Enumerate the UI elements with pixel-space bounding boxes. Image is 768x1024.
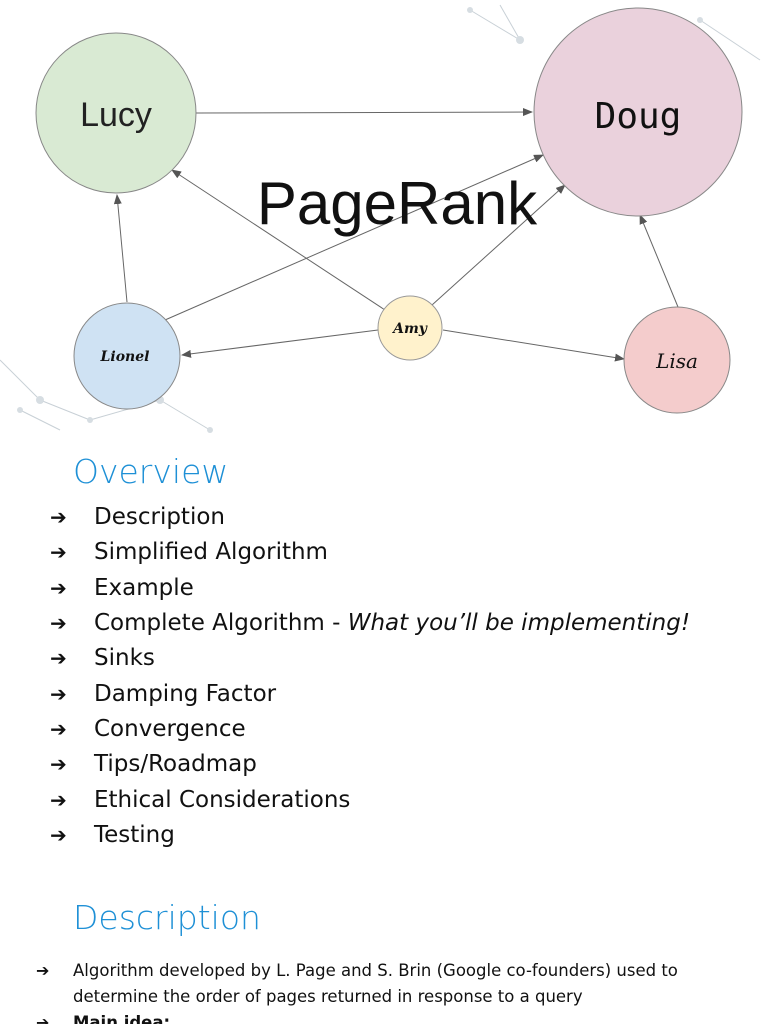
node-lionel: Lionel <box>73 302 181 410</box>
node-doug: Doug <box>533 7 743 217</box>
node-doug-label: Doug <box>595 96 682 137</box>
overview-item: ➔ Tips/Roadmap <box>50 747 690 782</box>
arrow-bullet-icon: ➔ <box>50 611 67 636</box>
node-amy: Amy <box>377 295 443 361</box>
arrow-bullet-icon: ➔ <box>50 646 67 671</box>
overview-item: ➔ Damping Factor <box>50 676 690 711</box>
overview-item-text: Convergence <box>94 715 246 742</box>
pagerank-diagram: Lucy Doug Amy Lionel Lisa PageRank <box>0 4 761 433</box>
background-network-pattern <box>0 4 761 433</box>
node-lionel-label: Lionel <box>100 349 150 365</box>
overview-item: ➔ Complete Algorithm - What you’ll be imp… <box>50 606 690 641</box>
arrow-bullet-icon: ➔ <box>50 716 67 741</box>
edge-amy-to-lionel <box>181 329 379 358</box>
edge-amy-to-doug <box>431 184 566 306</box>
overview-item-text: Testing <box>94 821 175 848</box>
overview-item: ➔ Sinks <box>50 641 690 676</box>
description-heading: Description <box>73 898 261 937</box>
arrow-bullet-icon: ➔ <box>50 505 67 530</box>
diagram-edges <box>113 108 679 362</box>
diagram-title: PageRank <box>257 170 538 237</box>
arrow-bullet-icon: ➔ <box>50 787 67 812</box>
overview-item-text: Complete Algorithm - <box>94 610 348 637</box>
edge-amy-to-lisa <box>442 329 625 362</box>
arrow-bullet-icon: ➔ <box>50 822 67 847</box>
overview-item: ➔ Description <box>50 500 690 535</box>
overview-item: ➔ Testing <box>50 818 690 853</box>
description-item: ➔ Algorithm developed by L. Page and S. B… <box>36 958 736 1010</box>
overview-item-text: Ethical Considerations <box>94 786 351 813</box>
overview-item: ➔ Ethical Considerations <box>50 782 690 817</box>
arrow-bullet-icon: ➔ <box>50 681 67 706</box>
edge-lucy-to-doug <box>195 108 533 117</box>
overview-heading: Overview <box>73 452 229 491</box>
node-lisa: Lisa <box>623 306 731 414</box>
edge-lionel-to-lucy <box>113 194 128 303</box>
description-list: ➔ Algorithm developed by L. Page and S. B… <box>36 958 736 1024</box>
edge-lionel-to-doug <box>164 154 544 321</box>
overview-item: ➔ Example <box>50 571 690 606</box>
description-item-text: Algorithm developed by L. Page and S. Br… <box>73 961 678 1006</box>
arrow-bullet-icon: ➔ <box>36 961 50 980</box>
overview-item: ➔ Simplified Algorithm <box>50 535 690 570</box>
node-lucy: Lucy <box>35 32 197 194</box>
overview-list: ➔ Description ➔ Simplified Algorithm ➔ Exam… <box>50 500 690 853</box>
overview-item: ➔ Convergence <box>50 712 690 747</box>
description-item-text: Main idea: <box>73 1013 171 1024</box>
edge-amy-to-lucy <box>171 169 386 311</box>
arrow-bullet-icon: ➔ <box>50 575 67 600</box>
overview-item-emphasis: What you’ll be implementing! <box>347 610 691 637</box>
node-amy-label: Amy <box>391 321 428 337</box>
edge-lisa-to-doug <box>639 214 679 308</box>
overview-item-text: Tips/Roadmap <box>94 751 257 778</box>
overview-item-text: Damping Factor <box>94 680 277 707</box>
overview-item-text: Description <box>94 504 225 531</box>
arrow-bullet-icon: ➔ <box>50 752 67 777</box>
node-lisa-label: Lisa <box>655 349 698 373</box>
node-lucy-label: Lucy <box>80 96 152 134</box>
arrow-bullet-icon: ➔ <box>50 540 67 565</box>
overview-item-text: Sinks <box>94 645 155 672</box>
arrow-bullet-icon: ➔ <box>36 1013 50 1024</box>
overview-item-text: Example <box>94 574 194 601</box>
overview-item-text: Simplified Algorithm <box>94 539 328 566</box>
description-item: ➔ Main idea: <box>36 1010 736 1024</box>
